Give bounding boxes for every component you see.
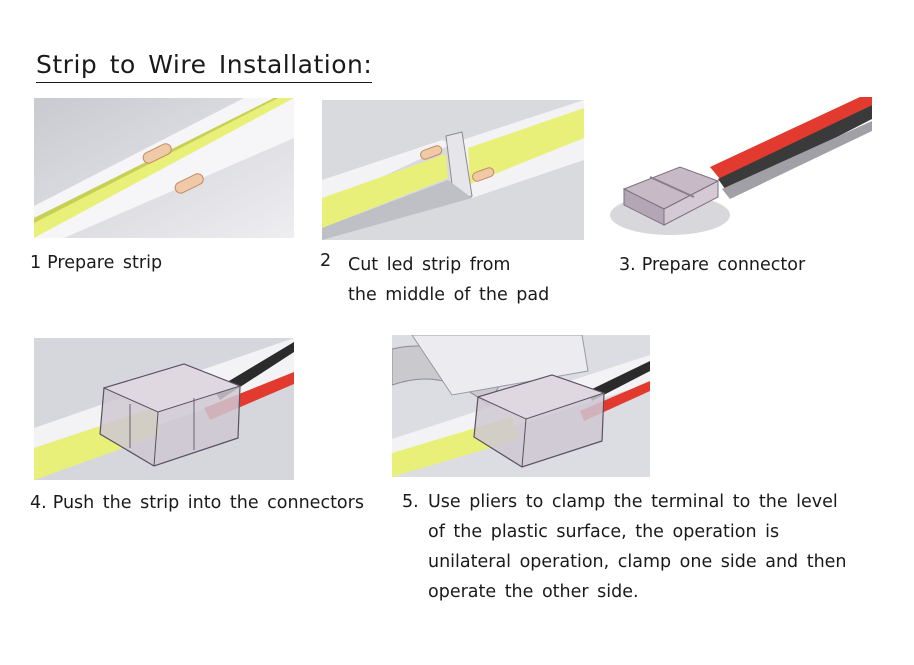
step-3-illustration [610, 97, 872, 247]
step-2-text-line-1: Cut led strip from [348, 255, 511, 275]
step-3-caption: 3.Prepare connector [619, 250, 805, 280]
step-1-number: 1 [30, 253, 42, 273]
step-2-number: 2 [320, 251, 332, 271]
step-3-text: Prepare connector [641, 255, 806, 275]
step-5-text-line-3: unilateral operation, clamp one side and… [428, 552, 847, 572]
step-1-illustration [34, 98, 294, 238]
step-1-text: Prepare strip [47, 253, 163, 273]
step-4-text: Push the strip into the connectors [52, 493, 364, 513]
step-5-text-line-1: Use pliers to clamp the terminal to the … [428, 492, 838, 512]
step-4-caption: 4.Push the strip into the connectors [30, 488, 364, 518]
step-4-number: 4. [30, 493, 47, 513]
step-2-caption: 2 Cut led strip from the middle of the p… [320, 250, 549, 310]
step-5-number: 5. [402, 492, 419, 512]
step-2-text-line-2: the middle of the pad [348, 285, 550, 305]
step-5-text-line-4: operate the other side. [428, 582, 639, 602]
step-2-illustration [322, 100, 584, 240]
step-5-caption: 5. Use pliers to clamp the terminal to t… [402, 487, 847, 607]
step-4-illustration [34, 338, 294, 480]
step-5-text-line-2: of the plastic surface, the operation is [428, 522, 780, 542]
step-3-number: 3. [619, 255, 636, 275]
step-5-illustration [392, 335, 650, 477]
page-title: Strip to Wire Installation: [36, 50, 373, 83]
